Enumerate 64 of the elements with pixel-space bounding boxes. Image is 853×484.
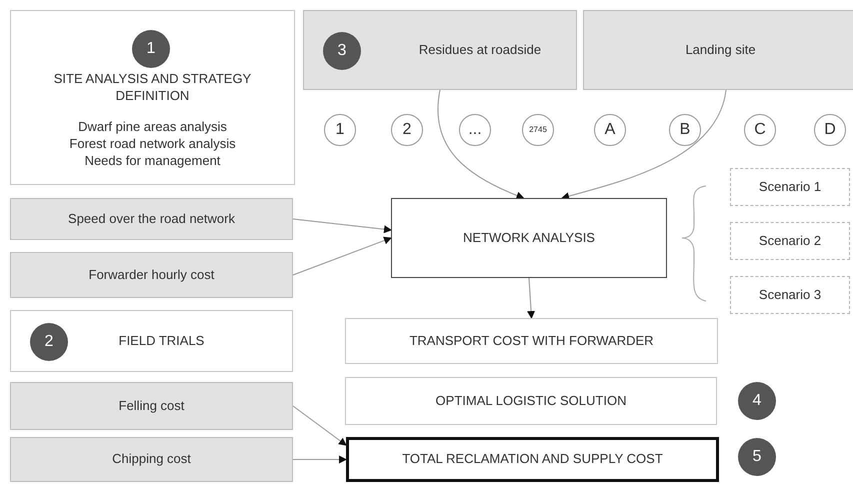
scenario-box	[730, 168, 850, 206]
step-number	[30, 323, 68, 361]
input-box	[10, 437, 293, 482]
site-circle	[324, 114, 356, 146]
node-label: Scenario 3	[758, 286, 822, 304]
input-box	[10, 252, 293, 298]
arrow	[561, 90, 726, 200]
node-label: ...	[468, 120, 482, 140]
node-description: Dwarf pine areas analysis Forest road network analysis Needs for management	[68, 118, 237, 170]
input-box	[583, 10, 853, 90]
site-circle	[522, 114, 554, 146]
site-circle	[669, 114, 701, 146]
node-label: OPTIMAL LOGISTIC SOLUTION	[436, 392, 626, 410]
node-label: A	[604, 120, 616, 140]
node-label: C	[754, 120, 766, 140]
step-number	[323, 32, 361, 70]
arrow	[292, 236, 392, 276]
node-label: NETWORK ANALYSIS	[463, 230, 595, 246]
process-box	[345, 318, 718, 364]
node-label: TRANSPORT COST WITH FORWARDER	[409, 332, 654, 350]
input-box	[10, 382, 293, 430]
node-label: 2	[44, 332, 54, 352]
node-label: Speed over the road network	[68, 210, 235, 228]
node-label: 5	[752, 446, 762, 467]
section-box	[10, 10, 295, 185]
node-label: SITE ANALYSIS AND STRATEGY DEFINITION	[52, 71, 252, 105]
process-box	[391, 198, 667, 278]
site-circle	[814, 114, 846, 146]
node-label: Residues at roadside	[418, 42, 542, 58]
node-label: Felling cost	[118, 398, 184, 414]
node-label: 3	[338, 40, 346, 61]
node-label: FIELD TRIALS	[118, 332, 204, 350]
node-label: 2	[402, 120, 412, 140]
node-label: Chipping cost	[112, 451, 191, 468]
node-label: Landing site	[685, 42, 756, 58]
node-label: 1	[336, 120, 344, 140]
section-box	[10, 310, 293, 372]
step-number	[132, 30, 170, 68]
node-label: Scenario 2	[758, 232, 822, 250]
node-label: 4	[752, 390, 762, 411]
node-label: D	[824, 120, 836, 140]
node-label: B	[680, 120, 690, 140]
result-box	[346, 437, 719, 482]
scenario-box	[730, 276, 850, 314]
node-label: 2745	[529, 124, 547, 136]
site-circle	[459, 114, 491, 146]
node-label: 1	[146, 38, 156, 59]
input-box	[10, 198, 293, 240]
node-label: Scenario 1	[758, 178, 822, 196]
node-label: TOTAL RECLAMATION AND SUPPLY COST	[402, 451, 663, 468]
site-circle	[744, 114, 776, 146]
arrow	[527, 278, 536, 319]
arrow	[292, 456, 347, 464]
node-label: Forwarder hourly cost	[88, 266, 214, 284]
input-box	[303, 10, 577, 90]
arrow	[438, 90, 524, 200]
site-circle	[594, 114, 626, 146]
scenario-box	[730, 222, 850, 260]
arrow	[292, 218, 392, 234]
arrow	[292, 406, 347, 446]
step-number	[738, 438, 776, 476]
process-box	[345, 377, 717, 425]
step-number	[738, 382, 776, 420]
site-circle	[391, 114, 423, 146]
